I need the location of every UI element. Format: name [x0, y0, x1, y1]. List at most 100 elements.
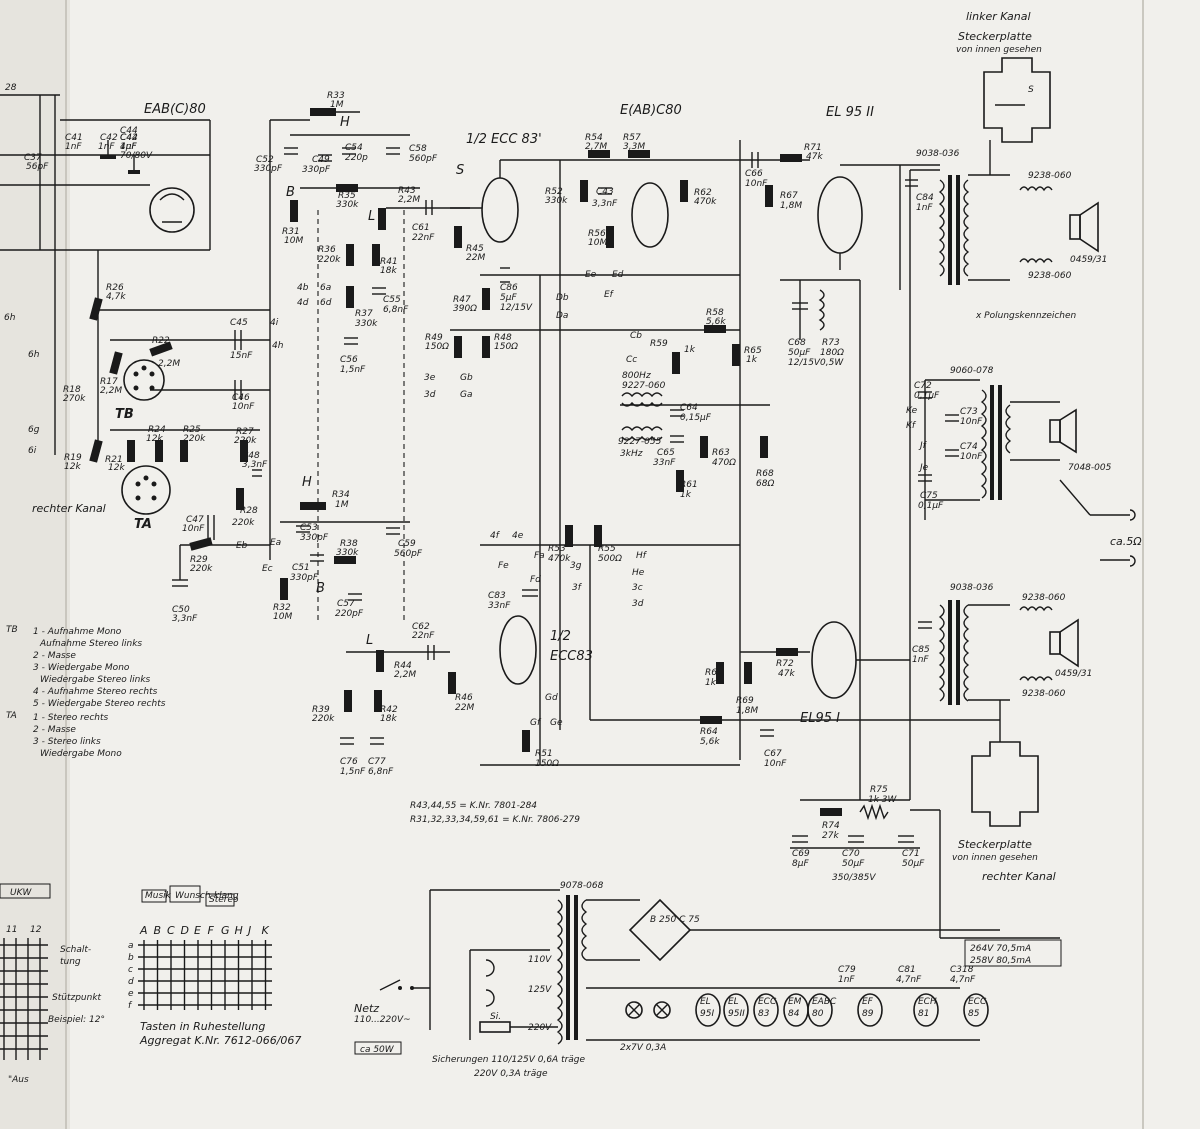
svg-text:R58: R58: [706, 308, 724, 318]
svg-text:C45: C45: [230, 318, 248, 328]
svg-text:0,5W: 0,5W: [820, 358, 844, 368]
svg-text:9227-060: 9227-060: [622, 381, 666, 391]
svg-text:10nF: 10nF: [182, 524, 205, 534]
svg-text:560pF: 560pF: [394, 549, 423, 559]
svg-text:C71: C71: [902, 849, 920, 859]
svg-text:3f: 3f: [572, 583, 583, 593]
svg-text:ca.5Ω: ca.5Ω: [1110, 535, 1142, 548]
svg-text:33nF: 33nF: [653, 458, 676, 468]
svg-text:3,3nF: 3,3nF: [242, 460, 268, 470]
svg-text:1nF: 1nF: [912, 655, 929, 665]
svg-text:1nF: 1nF: [120, 142, 137, 152]
svg-text:7048-005: 7048-005: [1068, 463, 1112, 473]
svg-text:C50: C50: [172, 605, 190, 615]
switch-row-label: b: [128, 953, 134, 963]
svg-text:9038-036: 9038-036: [916, 149, 960, 159]
svg-text:5 - Wiedergabe Stereo rechts: 5 - Wiedergabe Stereo rechts: [33, 699, 166, 709]
svg-text:1 - Aufnahme Mono: 1 - Aufnahme Mono: [33, 627, 122, 637]
heater-tube-label-type: 95I: [700, 1009, 714, 1019]
tone-control-upper: R33 1M H C52 330pF C49 330pF C54 220p C5…: [254, 91, 470, 620]
connector-tb: [123, 359, 165, 401]
svg-text:1nF: 1nF: [838, 975, 855, 985]
svg-text:UKW: UKW: [10, 888, 32, 898]
svg-text:Da: Da: [556, 311, 568, 321]
svg-text:11: 11: [6, 925, 17, 935]
svg-text:2 - Masse: 2 - Masse: [33, 725, 76, 735]
svg-text:B: B: [286, 185, 295, 200]
svg-text:Steckerplatte: Steckerplatte: [958, 30, 1032, 43]
svg-text:Si.: Si.: [490, 1012, 501, 1022]
svg-text:C74: C74: [960, 442, 978, 452]
svg-text:150Ω: 150Ω: [425, 342, 449, 352]
svg-text:R45: R45: [466, 244, 484, 254]
heater-tube-label-type: 95II: [728, 1009, 745, 1019]
tube-ecc83-upper-symbol: [481, 177, 519, 243]
power-supply: 9078-068 B 250 C 75 264V 70,5mA 258V 80,…: [354, 881, 1062, 1079]
tube-label-eabc80: EAB(C)80: [144, 102, 206, 117]
svg-text:12k: 12k: [146, 434, 163, 444]
svg-text:33nF: 33nF: [488, 601, 511, 611]
heater-tube-label: EM: [788, 997, 802, 1007]
svg-text:2,2M: 2,2M: [398, 195, 420, 205]
heater-tube-label: EABC: [812, 997, 837, 1007]
svg-text:R24: R24: [148, 425, 166, 435]
svg-text:10nF: 10nF: [232, 402, 255, 412]
output-transformer-upper: 9038-036 9238-060 9238-060 0459/31 linke…: [909, 10, 1107, 321]
svg-text:330pF: 330pF: [300, 533, 329, 543]
heater-tube-label: EL: [728, 997, 739, 1007]
switch-row-label: e: [128, 989, 134, 999]
svg-text:C51: C51: [292, 563, 310, 573]
svg-text:R44: R44: [394, 661, 412, 671]
svg-text:1nF: 1nF: [65, 142, 82, 152]
svg-text:3,3nF: 3,3nF: [592, 199, 618, 209]
svg-text:R53: R53: [548, 544, 566, 554]
page-fold-shadow: [0, 0, 70, 1129]
svg-text:12k: 12k: [64, 462, 81, 472]
svg-text:R32: R32: [273, 603, 291, 613]
svg-text:10nF: 10nF: [745, 179, 768, 189]
svg-text:C65: C65: [657, 448, 675, 458]
svg-text:Musik: Musik: [145, 891, 172, 901]
svg-text:0459/31: 0459/31: [1070, 255, 1107, 265]
svg-text:R38: R38: [340, 539, 358, 549]
heater-tube-symbol: [723, 993, 749, 1027]
heater-tube-label-type: 81: [918, 1009, 929, 1019]
svg-text:R55: R55: [598, 544, 616, 554]
filter-section: R58 5,6k R59 1k R65 1k 800Hz 9227-060 C6…: [618, 308, 774, 500]
heater-tube-label: ECH: [918, 997, 937, 1007]
svg-text:18k: 18k: [380, 266, 397, 276]
svg-text:180Ω: 180Ω: [820, 348, 844, 358]
svg-text:330k: 330k: [545, 196, 568, 206]
heater-tube-label-type: 80: [812, 1009, 824, 1019]
svg-text:12k: 12k: [108, 463, 125, 473]
power-filter: R75 1k 3W R74 27k C69 8µF C70 50µF C71 5…: [790, 785, 941, 938]
svg-text:R65: R65: [744, 346, 762, 356]
svg-text:6h: 6h: [28, 350, 40, 360]
heater-tube-label: EL: [700, 997, 711, 1007]
svg-text:R74: R74: [822, 821, 840, 831]
svg-text:220k: 220k: [232, 518, 255, 528]
svg-text:9238-060: 9238-060: [1028, 171, 1072, 181]
svg-text:R41: R41: [380, 257, 398, 267]
heater-tube-symbol: [807, 993, 833, 1027]
svg-text:470k: 470k: [694, 197, 717, 207]
ta-network: TA rechter Kanal R21 12k R24 12k R25 220…: [32, 425, 281, 624]
label-28: 28: [5, 83, 17, 93]
svg-text:Beispiel: 12°: Beispiel: 12°: [48, 1015, 105, 1025]
tube-ecc83-lower-symbol: [499, 615, 537, 685]
switch-row-label: f: [128, 1001, 133, 1011]
svg-text:6,8nF: 6,8nF: [368, 767, 394, 777]
switch-column-label: K: [262, 924, 270, 937]
svg-text:C66: C66: [745, 169, 763, 179]
svg-text:47k: 47k: [806, 152, 823, 162]
svg-text:2,2M: 2,2M: [158, 359, 180, 369]
svg-text:C81: C81: [898, 965, 916, 975]
svg-text:3g: 3g: [570, 561, 582, 571]
svg-text:R48: R48: [494, 333, 512, 343]
svg-text:270k: 270k: [63, 394, 86, 404]
switch-column-label: F: [208, 924, 215, 937]
svg-text:Netz: Netz: [354, 1002, 379, 1015]
svg-text:EL 95 II: EL 95 II: [826, 105, 874, 120]
svg-text:22M: 22M: [466, 253, 485, 263]
